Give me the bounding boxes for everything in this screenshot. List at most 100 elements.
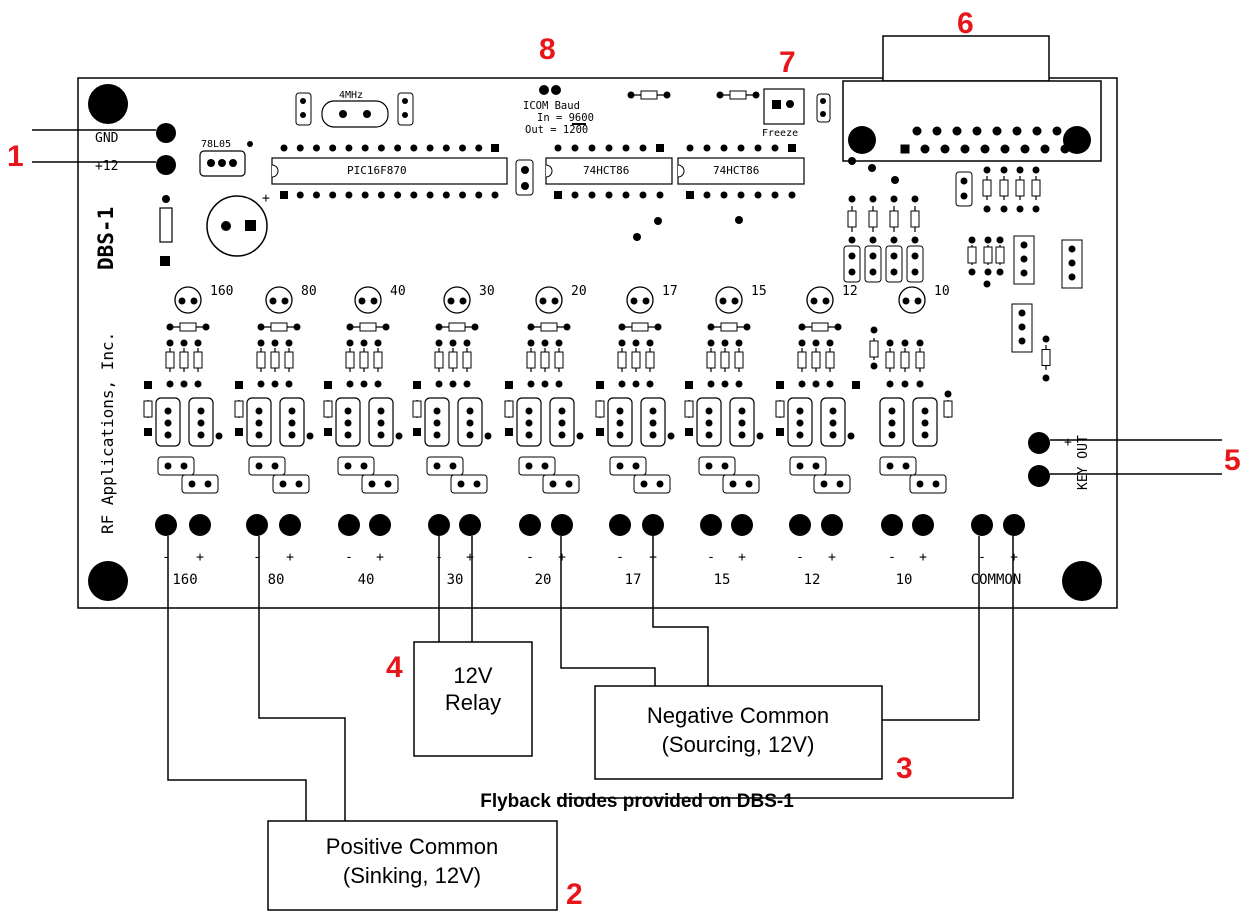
- baud-line-1: ICOM Baud: [523, 100, 580, 112]
- terminal-plus-sign: +: [466, 550, 474, 565]
- terminal-minus-sign: -: [978, 550, 986, 565]
- mounting-hole: [1062, 561, 1102, 601]
- terminal-minus-pad: [155, 514, 177, 536]
- gnd-pad: [156, 123, 176, 143]
- callout-3: 3: [896, 752, 913, 785]
- positive-common-box: [267, 820, 558, 911]
- svg-text:+: +: [1064, 435, 1072, 450]
- band-label: 20: [535, 572, 552, 588]
- callout-8: 8: [539, 33, 556, 66]
- board-maker: RF Applications, Inc.: [98, 332, 117, 534]
- transistor-label: 80: [301, 284, 317, 299]
- terminal-minus-sign: -: [526, 550, 534, 565]
- transistor: [354, 286, 382, 314]
- transistor-label: 15: [751, 284, 767, 299]
- band-label: 30: [447, 572, 464, 588]
- ic-74hct86-b-label: 74HCT86: [713, 164, 759, 177]
- baud-line-3: Out = 1200: [525, 124, 588, 136]
- terminal-plus-pad: [642, 514, 664, 536]
- terminal-minus-sign: -: [888, 550, 896, 565]
- terminal-minus-pad: [609, 514, 631, 536]
- callout-5: 5: [1224, 444, 1241, 477]
- callout-2: 2: [566, 878, 583, 911]
- mounting-hole: [88, 561, 128, 601]
- board-name: DBS-1: [94, 207, 118, 270]
- terminal-plus-pad: [821, 514, 843, 536]
- transistor: [898, 286, 926, 314]
- terminal-minus-pad: [789, 514, 811, 536]
- crystal-label: 4MHz: [339, 90, 363, 101]
- terminal-minus-pad: [881, 514, 903, 536]
- terminal-plus-pad: [912, 514, 934, 536]
- terminal-minus-sign: -: [616, 550, 624, 565]
- transistor: [626, 286, 654, 314]
- transistor-label: 17: [662, 284, 678, 299]
- terminal-minus-pad: [338, 514, 360, 536]
- svg-text:+: +: [262, 191, 270, 206]
- positive-common-line-2: (Sinking, 12V): [343, 863, 481, 888]
- band-label: 10: [896, 572, 913, 588]
- terminal-minus-sign: -: [707, 550, 715, 565]
- key-out-label: KEY OUT: [1076, 435, 1091, 490]
- band-label: 40: [358, 572, 375, 588]
- crystal: [321, 100, 389, 128]
- terminal-plus-sign: +: [376, 550, 384, 565]
- terminal-minus-sign: -: [796, 550, 804, 565]
- relay-line-1: 12V: [453, 663, 492, 688]
- terminal-plus-sign: +: [738, 550, 746, 565]
- relay-line-2: Relay: [445, 690, 501, 715]
- transistor: [265, 286, 293, 314]
- relay-box: [413, 641, 533, 757]
- terminal-plus-sign: +: [1010, 550, 1018, 565]
- ic-74hct86-a-label: 74HCT86: [583, 164, 629, 177]
- terminal-plus-sign: +: [558, 550, 566, 565]
- terminal-plus-pad: [551, 514, 573, 536]
- db9-connector: [842, 35, 1102, 162]
- transistor: [535, 286, 563, 314]
- ic-pic-label: PIC16F870: [347, 164, 407, 177]
- terminal-plus-pad: [369, 514, 391, 536]
- band-label: 80: [268, 572, 285, 588]
- transistor: [443, 286, 471, 314]
- band-label: 160: [172, 572, 197, 588]
- negative-common-box: [594, 685, 883, 780]
- regulator-label: 78L05: [201, 139, 231, 150]
- terminal-minus-sign: -: [253, 550, 261, 565]
- transistor-label: 20: [571, 284, 587, 299]
- terminal-plus-pad: [279, 514, 301, 536]
- key-out-minus-pad: [1028, 465, 1050, 487]
- terminal-plus-sign: +: [828, 550, 836, 565]
- terminal-plus-sign: +: [286, 550, 294, 565]
- electrolytic-capacitor: [206, 195, 268, 257]
- transistor-label: 40: [390, 284, 406, 299]
- transistor-label: 30: [479, 284, 495, 299]
- terminal-plus-pad: [1003, 514, 1025, 536]
- terminal-minus-pad: [971, 514, 993, 536]
- terminal-minus-sign: -: [162, 550, 170, 565]
- negative-common-line-1: Negative Common: [647, 703, 829, 728]
- terminal-minus-sign: -: [345, 550, 353, 565]
- terminal-plus-sign: +: [196, 550, 204, 565]
- terminal-plus-pad: [189, 514, 211, 536]
- band-label: 17: [625, 572, 642, 588]
- band-label: 12: [804, 572, 821, 588]
- terminal-plus-pad: [731, 514, 753, 536]
- mounting-hole: [88, 84, 128, 124]
- callout-4: 4: [386, 651, 403, 684]
- negative-common-line-2: (Sourcing, 12V): [662, 732, 815, 757]
- terminal-minus-pad: [428, 514, 450, 536]
- transistor-label: 12: [842, 284, 858, 299]
- transistor: [174, 286, 202, 314]
- terminal-minus-pad: [246, 514, 268, 536]
- callout-6: 6: [957, 7, 974, 40]
- terminal-minus-pad: [519, 514, 541, 536]
- freeze-jumper: [763, 88, 805, 125]
- flyback-note: Flyback diodes provided on DBS-1: [480, 791, 794, 812]
- gnd-label: GND: [95, 131, 119, 146]
- callout-7: 7: [779, 46, 796, 79]
- key-out-plus-pad: [1028, 432, 1050, 454]
- plus12-pad: [156, 155, 176, 175]
- external-wiring: [167, 536, 1014, 821]
